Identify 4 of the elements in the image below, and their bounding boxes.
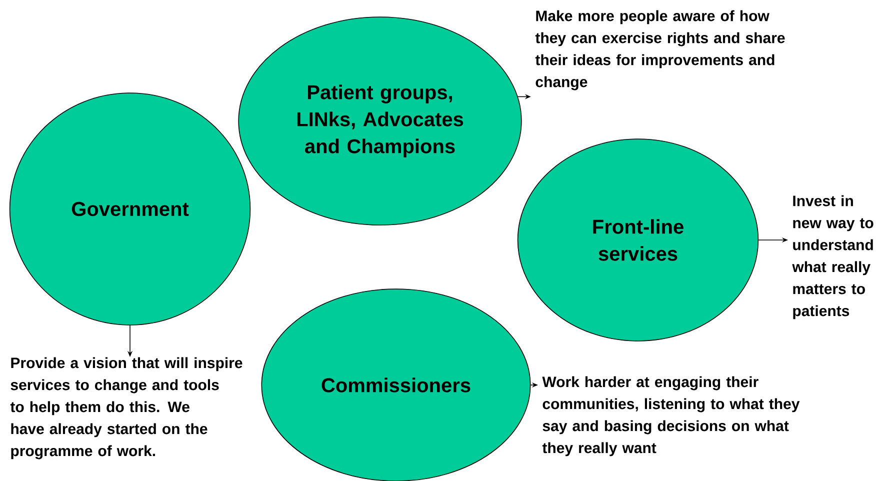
note-text: Provide a vision that will inspire services to change and tools to help them do this. We have already started on the programme of work. [10, 357, 242, 460]
note-text: Invest in new way to understand what really matters to patients [792, 195, 874, 320]
note-text: Make more people aware of how they can exercise rights and share their ideas for improvements and change [535, 10, 785, 90]
note-text: Work harder at engaging their communities, listening to what they say and basing decisions on what they really want [542, 376, 800, 456]
